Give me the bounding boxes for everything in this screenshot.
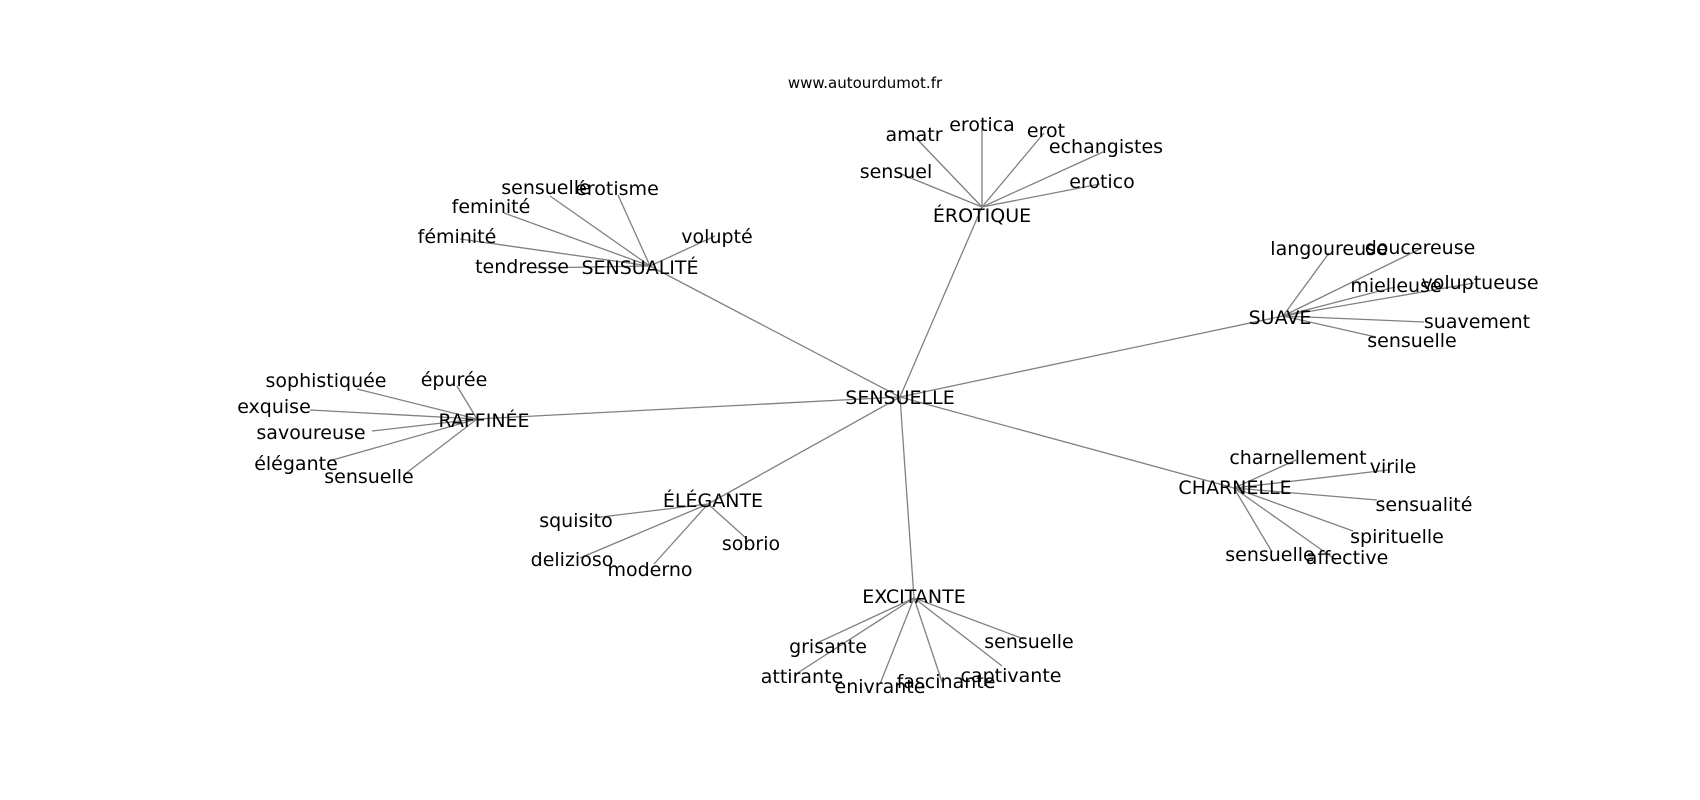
edge-hub-to-leaf <box>356 388 478 420</box>
leaf-word: exquise <box>237 396 311 418</box>
leaf-word: savoureuse <box>256 422 365 444</box>
edge-hub-to-leaf <box>816 597 915 644</box>
edge-hub-to-leaf <box>1282 315 1425 323</box>
leaf-word: sensuelle <box>984 631 1074 653</box>
hub-word: SUAVE <box>1249 307 1312 329</box>
leaf-word: sensuelle <box>1225 544 1315 566</box>
edge-hub-to-leaf <box>309 409 478 420</box>
hub-word: SENSUALITÉ <box>581 256 698 279</box>
leaf-word: echangistes <box>1049 136 1163 158</box>
leaf-word: suavement <box>1424 311 1530 333</box>
hub-word: ÉLÉGANTE <box>663 489 763 512</box>
edge-hub-to-leaf <box>503 212 651 267</box>
leaf-word: élégante <box>254 453 338 475</box>
edge-hub-to-leaf <box>913 597 1003 667</box>
edge-hub-to-leaf <box>1233 487 1378 501</box>
leaf-word: grisante <box>789 636 867 658</box>
edge-center-to-hub <box>899 396 915 599</box>
edge-center-to-hub <box>476 396 901 420</box>
edge-center-to-hub <box>899 315 1284 398</box>
leaf-word: langoureuse <box>1270 238 1387 260</box>
edge-hub-to-leaf <box>1233 469 1389 489</box>
edge-hub-to-leaf <box>617 194 651 267</box>
edge-hub-to-leaf <box>981 183 1101 208</box>
leaf-word: épurée <box>421 369 488 391</box>
edge-hub-to-leaf <box>1282 315 1377 338</box>
leaf-word: feminité <box>452 196 531 218</box>
hub-word: EXCITANTE <box>862 586 965 608</box>
edge-hub-to-leaf <box>1233 487 1354 532</box>
leaf-word: érotisme <box>575 178 659 200</box>
leaf-word: erot <box>1027 120 1065 142</box>
leaf-word: tendresse <box>475 256 569 278</box>
leaf-word: spirituelle <box>1350 526 1444 548</box>
hub-word: ÉROTIQUE <box>933 204 1031 227</box>
edge-hub-to-leaf <box>579 503 709 559</box>
leaf-word: mielleuse <box>1350 275 1441 297</box>
edge-hub-to-leaf <box>1282 248 1421 317</box>
edge-hub-to-leaf <box>653 503 709 565</box>
edge-hub-to-leaf <box>328 418 478 462</box>
leaf-word: sensuel <box>860 161 933 183</box>
leaf-word: féminité <box>418 226 497 248</box>
edge-hub-to-leaf <box>914 136 983 208</box>
edge-hub-to-leaf <box>795 597 915 675</box>
edge-hub-to-leaf <box>1282 286 1396 317</box>
leaf-word: volupté <box>681 226 752 248</box>
leaf-word: sensuelle <box>324 466 414 488</box>
leaf-word: sensualité <box>1376 494 1473 516</box>
edge-hub-to-leaf <box>1282 282 1475 317</box>
leaf-word: fascinante <box>897 671 996 693</box>
edge-hub-to-leaf <box>534 265 651 269</box>
leaf-word: enivrante <box>835 676 926 698</box>
edge-hub-to-leaf <box>895 171 983 208</box>
edge-hub-to-leaf <box>549 195 651 267</box>
edge-hub-to-leaf <box>1282 252 1330 317</box>
edge-hub-to-leaf <box>981 151 1104 208</box>
leaf-word: captivante <box>961 665 1062 687</box>
leaf-word: erotico <box>1069 171 1135 193</box>
leaf-word: delizioso <box>531 549 614 571</box>
edge-hub-to-leaf <box>404 418 478 475</box>
edge-hub-to-leaf <box>879 597 915 685</box>
leaf-word: sensuelle <box>501 177 591 199</box>
edge-hub-to-leaf <box>913 597 943 683</box>
edge-center-to-hub <box>649 265 901 398</box>
edge-center-to-hub <box>899 396 1235 489</box>
edge-hub-to-leaf <box>913 597 1025 640</box>
edge-hub-to-leaf <box>456 385 478 420</box>
edge-center-to-hub <box>707 396 901 505</box>
leaf-word: squisito <box>539 510 613 532</box>
edge-hub-to-leaf <box>649 235 716 267</box>
edge-hub-to-leaf <box>459 238 651 267</box>
leaf-word: moderno <box>607 559 692 581</box>
leaf-word: charnellement <box>1229 447 1366 469</box>
leaf-word: attirante <box>761 666 843 688</box>
edge-hub-to-leaf <box>707 503 748 540</box>
leaf-word: doucereuse <box>1365 237 1476 259</box>
edge-hub-to-leaf <box>1233 487 1337 561</box>
leaf-word: virile <box>1370 456 1417 478</box>
leaf-word: affective <box>1306 547 1389 569</box>
site-url: www.autourdumot.fr <box>788 74 943 92</box>
leaf-word: sobrio <box>722 533 780 555</box>
leaf-word: amatr <box>885 124 942 146</box>
edge-hub-to-leaf <box>1233 487 1273 553</box>
edge-hub-to-leaf <box>371 418 478 432</box>
center-word: SENSUELLE <box>845 387 954 409</box>
hub-word: RAFFINÉE <box>438 409 529 432</box>
edge-center-to-hub <box>899 206 983 398</box>
leaf-word: sophistiquée <box>265 370 386 392</box>
leaf-word: sensuelle <box>1367 330 1457 352</box>
edge-hub-to-leaf <box>1233 459 1297 489</box>
edge-hub-to-leaf <box>981 132 1045 208</box>
leaf-word: voluptueuse <box>1421 272 1538 294</box>
graph-edges <box>309 126 1475 685</box>
hub-word: CHARNELLE <box>1178 477 1291 499</box>
edge-hub-to-leaf <box>600 503 709 518</box>
leaf-word: erotica <box>949 114 1015 136</box>
